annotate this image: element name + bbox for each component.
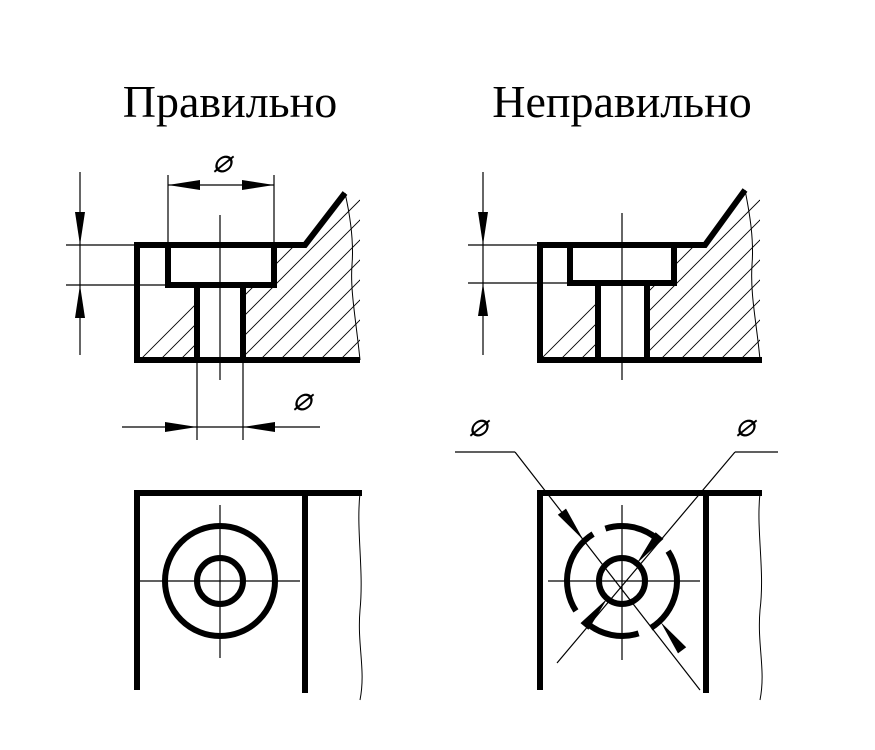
arrowhead (165, 422, 197, 432)
arrowhead (660, 622, 687, 654)
panel-incorrect: Неправильно (455, 76, 778, 701)
hole-diameter-dimension: ⌀ (122, 360, 320, 440)
break-line (344, 192, 361, 361)
break-line (758, 492, 763, 701)
section-view-incorrect (468, 172, 762, 380)
counterbore-circle (162, 523, 278, 639)
depth-dimension (66, 172, 168, 355)
arrowhead (168, 180, 200, 190)
panel-correct: Правильно (66, 76, 363, 701)
part-outline (537, 490, 762, 690)
break-line (744, 189, 761, 361)
plan-view-incorrect: ⌀ ⌀ (455, 407, 778, 701)
break-line (358, 492, 363, 701)
arrowhead (478, 212, 488, 245)
arrowhead (242, 180, 274, 190)
counterbore-diameter-dimension-incorrect: ⌀ (455, 407, 701, 691)
arrowhead (478, 283, 488, 316)
arrowhead (557, 508, 584, 540)
hole-diameter-dimension-incorrect: ⌀ (556, 407, 778, 664)
counterbore-outline (165, 245, 277, 288)
panel-title-correct: Правильно (123, 76, 338, 127)
panel-title-incorrect: Неправильно (492, 76, 752, 127)
plan-view-correct (134, 490, 363, 701)
part-outline (134, 490, 362, 690)
arrowhead (75, 285, 85, 318)
arrowhead (243, 422, 275, 432)
arrowhead (75, 212, 85, 245)
hole-outline (595, 283, 650, 360)
hatching (137, 199, 360, 360)
hole-circle (596, 555, 648, 607)
hole-outline (194, 285, 246, 360)
arrowhead (580, 598, 608, 630)
diameter-symbol: ⌀ (212, 143, 234, 179)
diameter-symbol: ⌀ (735, 407, 757, 443)
counterbore-diameter-dimension: ⌀ (167, 143, 275, 245)
section-view-correct: ⌀ ⌀ (66, 143, 361, 440)
diameter-symbol: ⌀ (292, 381, 314, 417)
diameter-symbol: ⌀ (468, 407, 490, 443)
depth-dimension (468, 172, 570, 355)
hole-circle (194, 555, 246, 607)
arrowhead (636, 532, 664, 564)
